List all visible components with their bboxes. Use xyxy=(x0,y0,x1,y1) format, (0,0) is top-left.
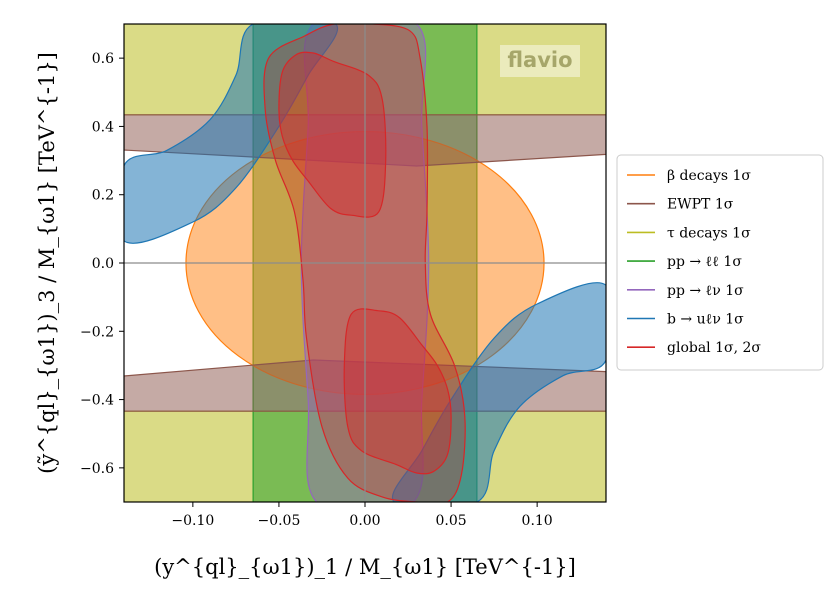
x-tick-label: 0.00 xyxy=(349,513,380,529)
global-1sigma-region-lower xyxy=(343,308,452,475)
x-tick-label: −0.10 xyxy=(171,513,214,529)
watermark-box xyxy=(500,45,580,77)
plot-regions xyxy=(124,24,606,502)
y-tick-label: 0.2 xyxy=(92,188,114,204)
legend-label: τ decays 1σ xyxy=(667,225,751,241)
y-tick-label: −0.4 xyxy=(80,393,114,409)
global-1sigma-region-upper xyxy=(278,51,387,218)
y-tick-label: −0.6 xyxy=(80,461,114,477)
legend-label: EWPT 1σ xyxy=(667,197,734,213)
legend-label: b → uℓν 1σ xyxy=(667,312,744,328)
x-tick-label: 0.05 xyxy=(435,513,466,529)
b-ulnu-region-upper xyxy=(124,24,339,244)
flavio-watermark: flavio xyxy=(507,48,572,72)
y-tick-label: 0.6 xyxy=(92,51,114,67)
legend-label: β decays 1σ xyxy=(667,168,751,184)
legend-label: global 1σ, 2σ xyxy=(667,340,761,356)
x-tick-label: 0.10 xyxy=(522,513,553,529)
x-axis-label: (y^{ql}_{ω1})_1 / M_{ω1} [TeV^{-1}] xyxy=(154,555,576,579)
x-tick-label: −0.05 xyxy=(257,513,300,529)
legend-label: pp → ℓν 1σ xyxy=(667,283,744,299)
y-tick-label: 0.4 xyxy=(92,119,114,135)
y-tick-label: 0.0 xyxy=(92,256,114,272)
b-ulnu-region-lower xyxy=(391,282,606,502)
y-axis-label: (ỹ^{ql}_{ω1})_3 / M_{ω1} [TeV^{-1}] xyxy=(35,52,59,474)
y-tick-label: −0.2 xyxy=(80,324,114,340)
legend-box xyxy=(616,154,824,371)
legend: β decays 1σ EWPT 1σ τ decays 1σ pp → ℓℓ 1σ p… xyxy=(616,154,824,371)
axes: −0.10 −0.05 0.00 0.05 0.10 −0.6 −0.4 −0.2 0.0 0.2… xyxy=(80,23,607,529)
legend-label: pp → ℓℓ 1σ xyxy=(667,254,742,270)
